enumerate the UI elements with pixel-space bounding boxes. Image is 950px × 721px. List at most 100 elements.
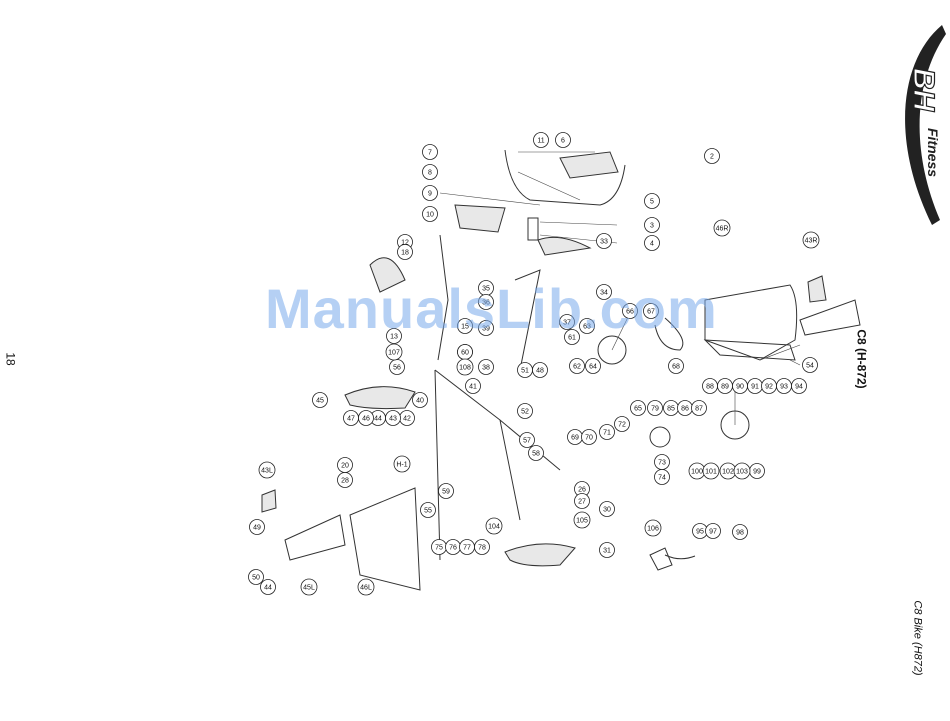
- part-callout-label: 61: [568, 334, 576, 341]
- part-callout-label: 42: [403, 415, 411, 422]
- part-callout: 78: [474, 539, 490, 555]
- part-callout: 52: [517, 403, 533, 419]
- part-callout-label: 65: [634, 405, 642, 412]
- part-callout: 2: [704, 148, 720, 164]
- part-callout-label: 45: [316, 397, 324, 404]
- part-callout: 9: [422, 185, 438, 201]
- part-callout: 79: [647, 400, 663, 416]
- part-callout-label: 87: [695, 405, 703, 412]
- left-cover-part: [349, 487, 421, 591]
- part-callout-label: 30: [603, 506, 611, 513]
- right-cover-part: [704, 284, 798, 361]
- part-callout-label: 108: [459, 364, 471, 371]
- part-callout: 60: [457, 344, 473, 360]
- part-callout: 31: [599, 542, 615, 558]
- part-callout: 105: [573, 511, 591, 529]
- part-callout-label: 101: [705, 468, 717, 475]
- part-callout-label: 49: [253, 524, 261, 531]
- part-callout: 10: [422, 206, 438, 222]
- part-callout-label: 10: [426, 211, 434, 218]
- part-callout: 67: [643, 303, 659, 319]
- part-callout-label: 62: [573, 363, 581, 370]
- part-callout: 104: [485, 517, 503, 535]
- part-callout: 36: [478, 294, 494, 310]
- part-callout-label: 27: [578, 498, 586, 505]
- part-callout: 75: [431, 539, 447, 555]
- part-callout-label: 28: [341, 477, 349, 484]
- part-callout: 72: [614, 416, 630, 432]
- part-callout-label: 15: [461, 323, 469, 330]
- part-callout-label: 60: [461, 349, 469, 356]
- part-callout: 37: [559, 314, 575, 330]
- part-callout-label: 46R: [716, 225, 729, 232]
- part-callout: 43L: [258, 461, 276, 479]
- watermark: ManualsLib.com: [265, 277, 718, 340]
- part-callout-label: 44: [374, 415, 382, 422]
- part-callout: 98: [732, 524, 748, 540]
- part-callout: 3: [644, 217, 660, 233]
- part-callout: 91: [747, 378, 763, 394]
- part-callout: 87: [691, 400, 707, 416]
- part-callout-label: 92: [765, 383, 773, 390]
- part-callout-label: 93: [780, 383, 788, 390]
- part-callout-label: 33: [600, 238, 608, 245]
- part-callout-label: 34: [600, 289, 608, 296]
- part-callout-label: 95: [696, 528, 704, 535]
- part-callout-label: 78: [478, 544, 486, 551]
- part-callout-label: 13: [390, 333, 398, 340]
- part-callout: 51: [517, 362, 533, 378]
- part-callout-label: 43L: [261, 467, 273, 474]
- part-callout: 40: [412, 392, 428, 408]
- part-callout: 39: [478, 320, 494, 336]
- part-callout: 97: [705, 523, 721, 539]
- part-callout-label: 48: [536, 367, 544, 374]
- part-callout-label: 38: [482, 364, 490, 371]
- part-callout-label: 71: [603, 429, 611, 436]
- part-callout-label: 43R: [805, 237, 818, 244]
- part-callout-label: 5: [650, 198, 654, 205]
- part-callout-label: 39: [482, 325, 490, 332]
- handle-grip-part: [537, 236, 592, 256]
- part-callout-label: 31: [603, 547, 611, 554]
- part-callout-label: 12: [401, 239, 409, 246]
- handle-post-part: [514, 269, 541, 371]
- part-callout: 6: [555, 132, 571, 148]
- part-callout: 76: [445, 539, 461, 555]
- part-callout-label: 91: [751, 383, 759, 390]
- part-callout: 13: [386, 328, 402, 344]
- seat-post-part: [437, 234, 449, 361]
- part-callout-label: 7: [428, 149, 432, 156]
- part-callout-label: 102: [722, 468, 734, 475]
- part-callout-label: 72: [618, 421, 626, 428]
- power-adaptor-part: [649, 547, 696, 571]
- svg-text:Fitness: Fitness: [925, 128, 941, 177]
- part-callout: 89: [717, 378, 733, 394]
- part-callout-label: 43: [389, 415, 397, 422]
- magnet-part: [649, 426, 671, 448]
- part-callout: 73: [654, 454, 670, 470]
- part-callout-label: 52: [521, 408, 529, 415]
- part-callout-label: 89: [721, 383, 729, 390]
- bh-fitness-logo: BH Fitness: [905, 25, 946, 225]
- part-callout-label: 86: [681, 405, 689, 412]
- part-callout-label: 35: [482, 285, 490, 292]
- part-callout-label: 26: [578, 486, 586, 493]
- console-cover-part: [454, 204, 506, 233]
- part-callout-label: 106: [647, 525, 659, 532]
- part-callout-label: 59: [442, 488, 450, 495]
- part-callout-label: 41: [469, 383, 477, 390]
- part-callout: 54: [802, 357, 818, 373]
- pedal-part: [261, 489, 277, 513]
- part-callout-label: 104: [488, 523, 500, 530]
- part-callout: 56: [389, 359, 405, 375]
- part-callout-label: 73: [658, 459, 666, 466]
- part-callout-label: 6: [561, 137, 565, 144]
- part-callout: 88: [702, 378, 718, 394]
- right-cover-lower-part: [703, 339, 796, 361]
- part-callout: 94: [791, 378, 807, 394]
- part-callout-label: 46L: [360, 584, 372, 591]
- part-callout-label: 46: [362, 415, 370, 422]
- part-callout: 46R: [713, 219, 731, 237]
